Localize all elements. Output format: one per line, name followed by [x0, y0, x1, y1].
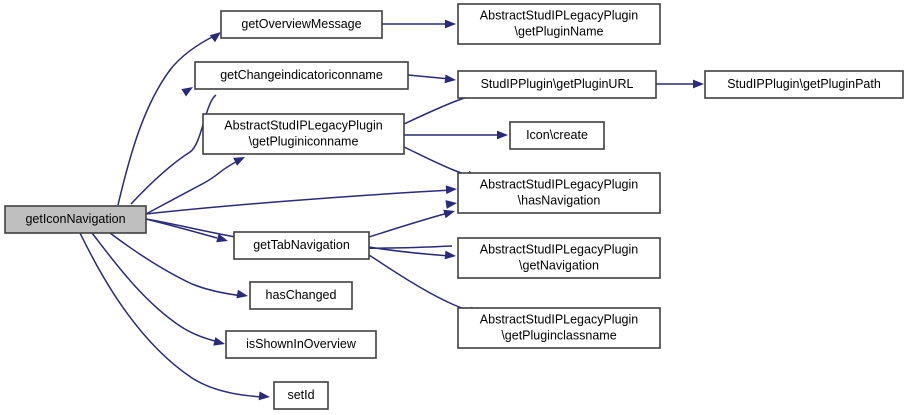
node-label: getTabNavigation — [253, 238, 350, 252]
node-label: getIconNavigation — [25, 212, 125, 226]
node-box[interactable] — [457, 3, 661, 45]
node-box[interactable] — [457, 237, 661, 279]
edge-getIconNavigation-to-hasChanged — [109, 232, 248, 299]
edge-getIconNavigation-to-hasNavigation — [145, 185, 457, 215]
arrowhead-icon — [445, 185, 457, 195]
node-box[interactable] — [194, 61, 409, 90]
arrowhead-icon — [236, 289, 248, 299]
node-label: \getPluginclassname — [501, 328, 616, 342]
nodes-layer: getIconNavigation getOverviewMessage getCh… — [4, 3, 904, 410]
node-IconCreate[interactable]: Icon\create — [509, 121, 605, 150]
node-label: Icon\create — [526, 128, 588, 142]
edge-line — [145, 189, 453, 215]
edge-line — [368, 212, 449, 238]
edge-line — [109, 232, 244, 297]
node-label: AbstractStudIPLegacyPlugin — [480, 177, 638, 191]
node-box[interactable] — [509, 121, 605, 150]
edge-line — [407, 74, 451, 80]
node-box[interactable] — [233, 231, 370, 260]
node-getPluginName[interactable]: AbstractStudIPLegacyPlugin \getPluginName — [457, 3, 661, 45]
node-label: \hasNavigation — [518, 193, 601, 207]
node-box[interactable] — [225, 330, 377, 359]
arrowhead-icon — [233, 157, 245, 166]
node-label: AbstractStudIPLegacyPlugin — [480, 8, 638, 22]
node-box[interactable] — [4, 205, 147, 234]
node-getPluginPath[interactable]: StudIPPlugin\getPluginPath — [704, 70, 904, 99]
node-label: isShownInOverview — [246, 337, 357, 351]
edge-getIconNavigation-to-setId — [79, 232, 270, 401]
edge-getTabNavigation-to-hasNavigation — [368, 209, 455, 238]
node-label: hasChanged — [266, 288, 337, 302]
node-getChangeindicatoriconname[interactable]: getChangeindicatoriconname — [194, 61, 409, 90]
arrowhead-icon — [445, 19, 456, 29]
node-getPluginiconname[interactable]: AbstractStudIPLegacyPlugin \getPluginicon… — [202, 113, 405, 155]
arrowhead-icon — [444, 250, 456, 260]
edge-line — [368, 246, 451, 257]
node-box[interactable] — [704, 70, 904, 99]
edge-line — [117, 34, 217, 206]
node-label: StudIPPlugin\getPluginPath — [727, 77, 881, 91]
node-getOverviewMessage[interactable]: getOverviewMessage — [220, 10, 383, 39]
edge-getIconNavigation-to-getPluginiconname — [145, 157, 245, 215]
edge-getChangeindicatoriconname-to-getPluginURL — [407, 74, 456, 84]
node-getIconNavigation[interactable]: getIconNavigation — [4, 205, 147, 234]
node-hasChanged[interactable]: hasChanged — [249, 281, 353, 310]
arrowhead-icon — [444, 74, 456, 84]
arrowhead-icon — [181, 87, 193, 97]
node-label: getOverviewMessage — [241, 17, 361, 31]
node-box[interactable] — [220, 10, 383, 39]
node-getNavigation[interactable]: AbstractStudIPLegacyPlugin \getNavigation — [457, 237, 661, 279]
arrowhead-icon — [213, 337, 225, 346]
edge-getTabNavigation-to-getNavigation — [368, 246, 456, 260]
edge-line — [145, 160, 239, 215]
edge-line — [130, 94, 217, 205]
edge-getOverviewMessage-to-getPluginName — [382, 19, 456, 29]
node-setId[interactable]: setId — [273, 381, 329, 410]
node-label: AbstractStudIPLegacyPlugin — [480, 242, 638, 256]
node-box[interactable] — [273, 381, 329, 410]
node-label: \getPluginName — [515, 24, 604, 38]
node-box[interactable] — [202, 113, 405, 155]
arrowhead-icon — [443, 209, 455, 219]
node-getPluginclassname[interactable]: AbstractStudIPLegacyPlugin \getPluginclas… — [457, 307, 661, 349]
edge-line — [79, 232, 265, 398]
node-getTabNavigation[interactable]: getTabNavigation — [233, 231, 370, 260]
node-label: \getNavigation — [519, 258, 599, 272]
node-hasNavigation[interactable]: AbstractStudIPLegacyPlugin \hasNavigation — [457, 172, 661, 214]
node-box[interactable] — [457, 172, 661, 214]
arrowhead-icon — [258, 391, 270, 401]
node-label: getChangeindicatoriconname — [220, 68, 383, 82]
arrowhead-icon — [497, 130, 508, 140]
edge-getIconNavigation-to-getOverviewMessage — [117, 32, 221, 206]
node-box[interactable] — [249, 281, 353, 310]
arrowhead-icon — [693, 79, 704, 89]
node-getPluginURL[interactable]: StudIPPlugin\getPluginURL — [457, 70, 657, 99]
node-label: setId — [287, 388, 314, 402]
edge-getIconNavigation-to-getChangeindicatoriconname — [130, 87, 217, 205]
node-isShownInOverview[interactable]: isShownInOverview — [225, 330, 377, 359]
node-label: StudIPPlugin\getPluginURL — [481, 77, 634, 91]
edge-getIconNavigation-to-getTabNavigation — [145, 218, 228, 243]
arrowhead-icon — [209, 32, 221, 43]
node-label: AbstractStudIPLegacyPlugin — [480, 312, 638, 326]
arrowhead-icon — [216, 233, 228, 243]
edge-getIconNavigation-to-isShownInOverview — [91, 232, 225, 346]
edge-getPluginURL-to-getPluginPath — [656, 79, 704, 89]
edge-getPluginiconname-to-IconCreate — [404, 130, 508, 140]
arrowhead-icon — [445, 200, 457, 209]
node-box[interactable] — [457, 70, 657, 99]
node-label: AbstractStudIPLegacyPlugin — [224, 118, 382, 132]
node-label: \getPluginiconname — [249, 134, 359, 148]
edge-line — [145, 218, 218, 239]
edge-line — [91, 232, 220, 343]
node-box[interactable] — [457, 307, 661, 349]
